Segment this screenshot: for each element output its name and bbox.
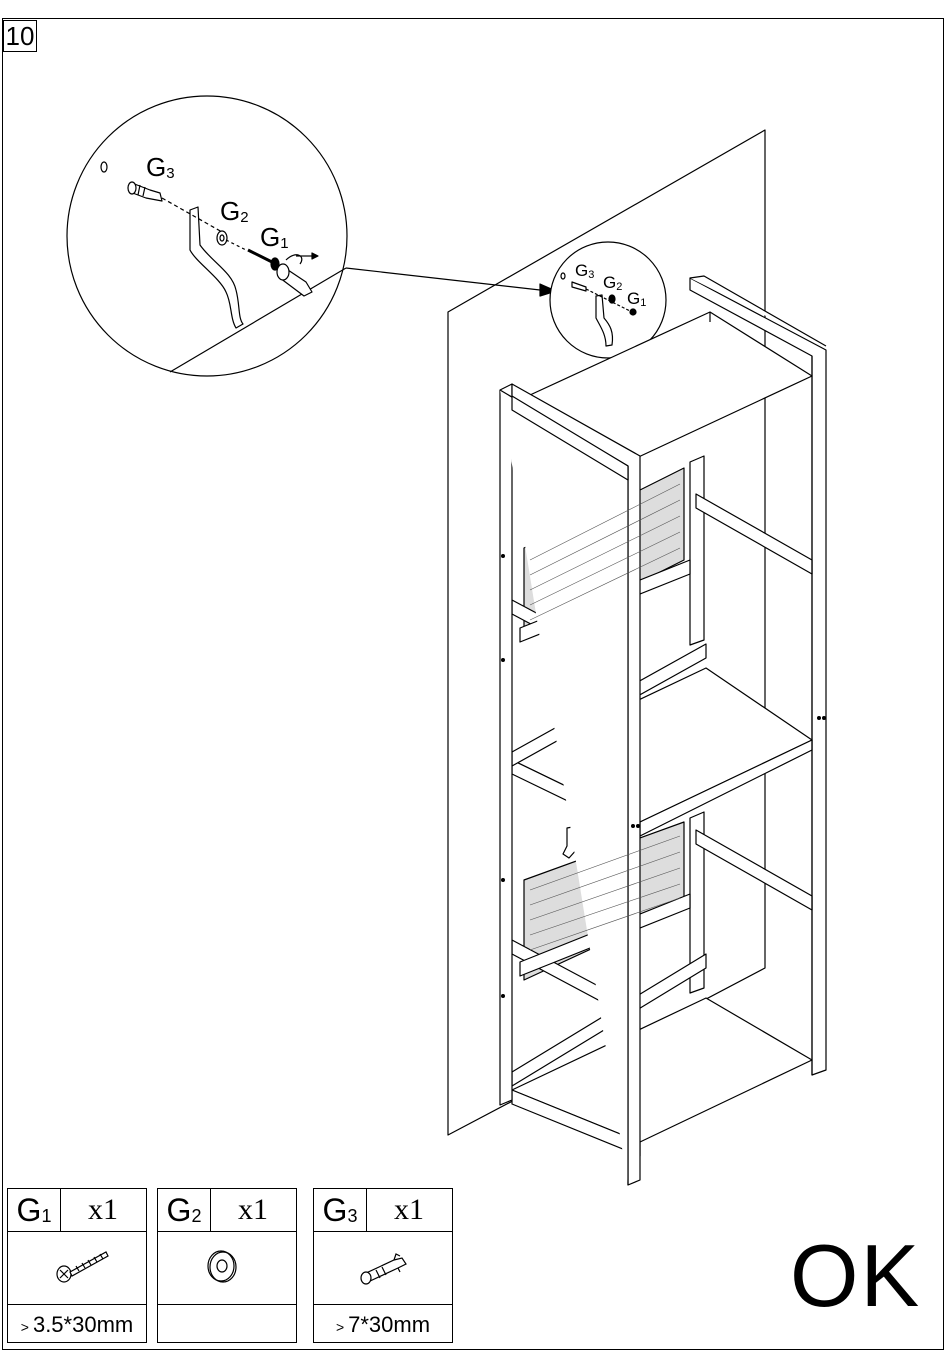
- small-label-g3: G3: [575, 262, 594, 279]
- part-quantity: x1: [60, 1189, 146, 1231]
- part-code: G3: [314, 1189, 367, 1231]
- part-box-g3: G3 x1 >7*30mm: [313, 1188, 453, 1343]
- part-size: [158, 1304, 296, 1345]
- part-box-g2: G2 x1: [157, 1188, 297, 1343]
- small-label-g1: G1: [627, 290, 646, 307]
- wall-plug-icon: [314, 1232, 454, 1304]
- part-quantity: x1: [210, 1189, 296, 1231]
- detail-washer-icon: [217, 231, 227, 245]
- detail-label-g3: G3: [146, 154, 175, 180]
- part-size: >7*30mm: [314, 1304, 452, 1345]
- detail-label-g1: G1: [260, 224, 289, 250]
- part-size: >3.5*30mm: [8, 1304, 146, 1345]
- part-code: G2: [158, 1189, 211, 1231]
- part-code: G1: [8, 1189, 61, 1231]
- detail-label-g2: G2: [220, 198, 249, 224]
- part-quantity: x1: [366, 1189, 452, 1231]
- detail-callout-circle: [67, 96, 347, 376]
- small-label-g2: G2: [603, 274, 622, 291]
- screw-icon: [8, 1232, 148, 1304]
- part-box-g1: G1 x1 >3.5*30mm: [7, 1188, 147, 1343]
- washer-icon: [158, 1232, 298, 1304]
- result-ok: OK: [790, 1232, 921, 1320]
